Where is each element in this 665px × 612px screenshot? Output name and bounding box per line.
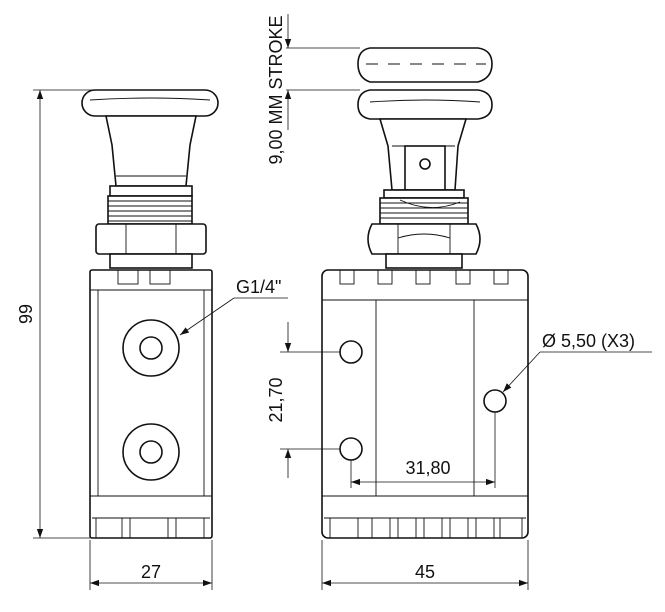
front-collar <box>385 253 463 269</box>
front-button-head-extended <box>357 47 493 83</box>
hole-spacing-horizontal-dimension: 31,80 <box>350 412 496 488</box>
stroke-label: 9,00 MM STROKE <box>266 15 286 164</box>
front-button-head <box>357 89 493 199</box>
hole-diameter-label: Ø 5,50 (X3) <box>542 331 635 351</box>
height-label: 99 <box>16 304 36 324</box>
front-body <box>321 269 529 539</box>
port-thread-leader <box>179 297 235 336</box>
mounting-hole-bottom <box>339 437 363 461</box>
side-button-head <box>81 89 219 197</box>
port-lower <box>122 423 180 481</box>
mounting-hole-right <box>483 389 507 413</box>
side-body <box>89 269 213 539</box>
height-dimension: 99 <box>16 89 98 539</box>
port-thread-label: G1/4" <box>236 277 281 297</box>
front-width-label: 45 <box>415 562 435 582</box>
front-view <box>321 47 529 539</box>
front-thread <box>379 197 469 225</box>
side-width-label: 27 <box>141 562 161 582</box>
side-thread <box>107 195 193 225</box>
hole-spacing-vertical-label: 21,70 <box>266 377 286 422</box>
stroke-dimension: 9,00 MM STROKE <box>266 14 360 165</box>
front-hex-nut <box>367 223 481 255</box>
mounting-hole-top <box>339 340 363 364</box>
side-view: G1/4" <box>81 89 288 539</box>
side-collar <box>109 253 193 269</box>
hole-diameter-callout: Ø 5,50 (X3) <box>502 331 652 393</box>
port-upper <box>122 319 180 377</box>
hole-spacing-vertical-dimension: 21,70 <box>266 322 340 478</box>
hole-spacing-horizontal-label: 31,80 <box>405 458 450 478</box>
side-hex-nut <box>95 223 207 255</box>
front-width-dimension: 45 <box>321 540 529 590</box>
side-width-dimension: 27 <box>89 540 213 590</box>
